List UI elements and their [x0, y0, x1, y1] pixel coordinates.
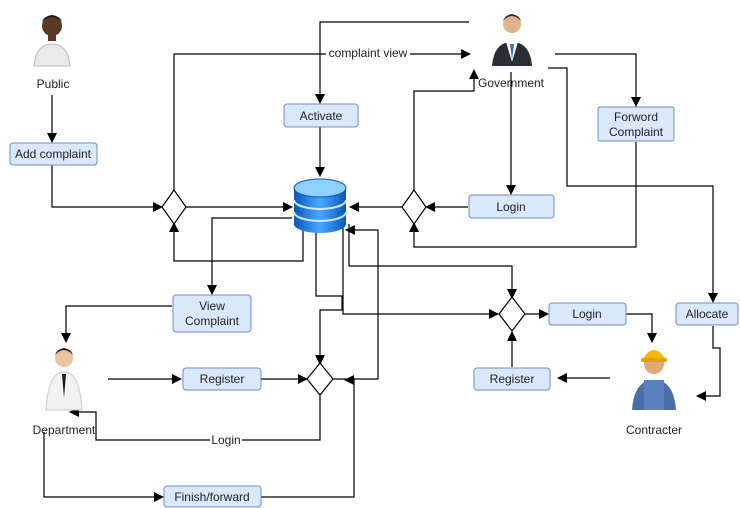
svg-text:Login: Login	[211, 433, 240, 447]
svg-text:View: View	[199, 299, 225, 313]
decision-diamond-department	[306, 362, 334, 396]
department-register-box: Register	[182, 367, 262, 391]
svg-text:Register: Register	[200, 372, 245, 386]
contracter-register-box: Register	[473, 367, 551, 391]
edge-diamond2-gov	[413, 69, 479, 193]
actor-contracter-label: Contracter	[626, 423, 682, 437]
add-complaint-box: Add complaint	[9, 142, 98, 166]
edge-label-login: Login	[210, 433, 242, 447]
edge-add-diamond	[51, 164, 163, 212]
finish-forward-box: Finish/forward	[163, 485, 262, 508]
svg-text:Register: Register	[490, 372, 535, 386]
person-icon	[33, 15, 71, 67]
decision-diamond-gov	[401, 188, 427, 226]
actor-public-label: Public	[37, 77, 70, 91]
svg-text:Add complaint: Add complaint	[15, 147, 92, 161]
edge-db-diamond3-top	[348, 224, 517, 299]
activate-box: Activate	[283, 103, 359, 128]
actor-government-label: Government	[478, 76, 545, 90]
edge-label-complaint-view: complaint view	[326, 46, 410, 60]
contracter-login-box: Login	[548, 302, 627, 326]
allocate-box: Allocate	[675, 302, 739, 326]
svg-text:Activate: Activate	[300, 109, 343, 123]
svg-text:Login: Login	[572, 307, 601, 321]
edge-login-contracter	[626, 313, 657, 343]
decision-diamond-left	[161, 188, 187, 226]
edge-department-finish	[43, 432, 164, 502]
svg-text:Complaint: Complaint	[609, 125, 664, 139]
database-icon	[293, 178, 347, 233]
svg-text:Login: Login	[496, 200, 525, 214]
svg-text:complaint view: complaint view	[329, 46, 408, 60]
edge-forword-diamond	[409, 142, 637, 248]
decision-diamond-contracter	[498, 296, 526, 332]
edge-view-department	[61, 305, 172, 343]
government-login-box: Login	[468, 194, 555, 219]
forword-complaint-box: Forword Complaint	[597, 106, 675, 142]
svg-text:Forword: Forword	[614, 110, 658, 124]
edges	[43, 21, 721, 502]
svg-text:Allocate: Allocate	[686, 307, 729, 321]
edge-db-diamond4	[315, 224, 343, 365]
edge-finish-diamond4	[261, 375, 355, 498]
edge-db-diamond	[169, 222, 304, 262]
edge-diamond4-login	[69, 394, 321, 441]
businessman-icon	[492, 14, 532, 66]
edge-gov-activate	[315, 21, 469, 104]
edge-db-view	[207, 217, 292, 295]
office-worker-icon	[45, 348, 83, 411]
view-complaint-box: View Complaint	[172, 294, 252, 333]
edge-allocate-contracter	[696, 326, 721, 401]
edge-db-diamond3	[342, 224, 499, 319]
construction-worker-icon	[632, 350, 676, 410]
svg-text:Finish/forward: Finish/forward	[174, 490, 249, 504]
actor-department-label: Department	[33, 423, 96, 437]
svg-text:Complaint: Complaint	[185, 314, 240, 328]
edge-gov-allocate	[548, 67, 718, 303]
edge-diamond4-db	[333, 225, 379, 380]
edge-gov-forword	[555, 53, 641, 107]
